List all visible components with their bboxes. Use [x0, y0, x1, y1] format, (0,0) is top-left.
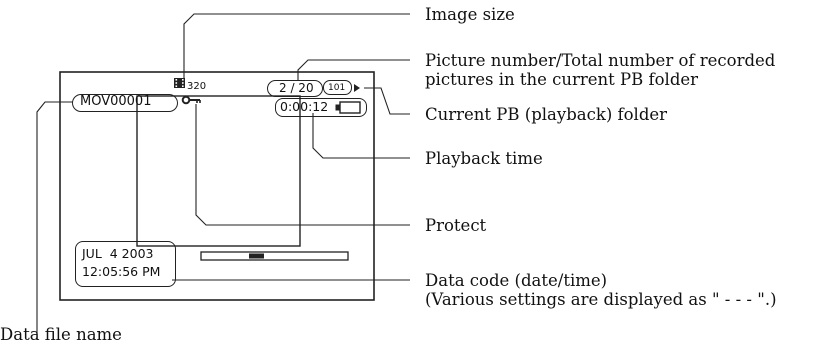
picture-counter-readout: 2 / 20 [279, 81, 314, 95]
folder-number-readout: 101 [328, 83, 346, 93]
image-size-value: 320 [187, 81, 207, 92]
screen-frame [59, 71, 375, 301]
film-icon [174, 78, 185, 88]
time-readout: 12:05:56 PM [82, 264, 161, 279]
data-file-name-label: Data file name [0, 325, 122, 344]
data-file-name-leader [36, 101, 73, 333]
picture-counter-oval [267, 80, 323, 97]
playback-time-readout: 0:00:12 [280, 99, 329, 114]
playback-progress-marker [249, 253, 264, 259]
data-code-label-line2: (Various settings are displayed as " - -… [425, 290, 777, 309]
data-code-label-line1: Data code (date/time) [425, 271, 608, 290]
playback-time-leader [312, 113, 410, 159]
folder-number-box [323, 80, 352, 95]
picture-number-label-line2: pictures in the current PB folder [425, 70, 699, 89]
battery-icon [335, 101, 361, 114]
current-folder-leader [364, 87, 410, 115]
image-size-leader [183, 13, 410, 78]
key-icon [181, 95, 201, 105]
picture-number-label-line1: Picture number/Total number of recorded [425, 51, 776, 70]
date-readout: JUL 4 2003 [82, 246, 154, 261]
playback-time-label: Playback time [425, 149, 543, 168]
folder-arrow-icon [354, 84, 360, 92]
image-area [136, 95, 301, 247]
picture-number-leader [297, 59, 410, 81]
file-name-oval [72, 94, 178, 112]
protect-label: Protect [425, 216, 487, 235]
playback-time-oval [275, 98, 367, 117]
image-size-label: Image size [425, 5, 515, 24]
playback-progress-bar [200, 251, 349, 261]
date-time-oval [75, 241, 176, 287]
file-name-readout: MOV00001 [80, 94, 152, 109]
protect-leader [195, 104, 410, 226]
current-folder-label: Current PB (playback) folder [425, 105, 668, 124]
